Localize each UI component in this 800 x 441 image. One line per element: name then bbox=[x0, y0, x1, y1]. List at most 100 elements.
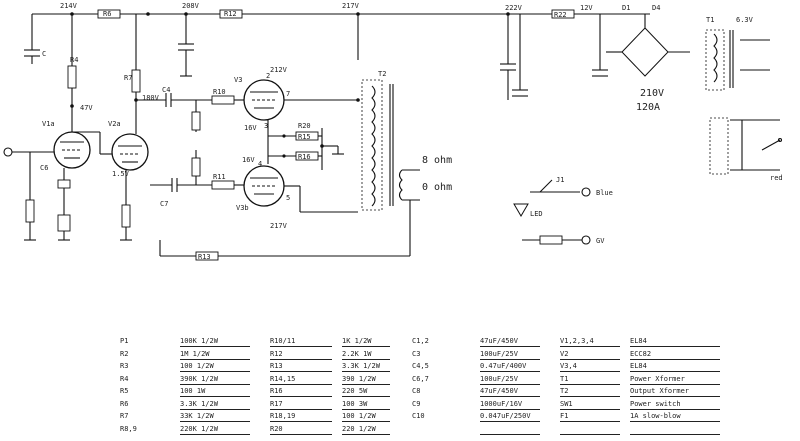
part-designator: C9 bbox=[412, 399, 421, 408]
resistor-r10 bbox=[211, 95, 235, 105]
resistor-grid-leak bbox=[25, 199, 35, 223]
part-value: ECC82 bbox=[630, 349, 652, 358]
label-208v: 208V bbox=[182, 2, 200, 10]
part-designator: R20 bbox=[270, 424, 283, 433]
part-value: 100uF/25V bbox=[480, 349, 518, 358]
label-r4: R4 bbox=[70, 56, 78, 64]
part-designator: R2 bbox=[120, 349, 129, 358]
label-v3: V3 bbox=[234, 76, 242, 84]
mains-transformer bbox=[709, 117, 729, 175]
label-1-5v: 1.5V bbox=[112, 170, 130, 178]
part-designator: R3 bbox=[120, 362, 129, 370]
label-v3b: V3b bbox=[236, 204, 249, 212]
part-designator: R8,9 bbox=[120, 424, 137, 433]
label-v2a: V2a bbox=[108, 120, 121, 128]
label-222v: 222V bbox=[505, 4, 523, 12]
part-designator: R14,15 bbox=[270, 374, 296, 383]
label-8-ohm: 8 ohm bbox=[422, 155, 452, 166]
label-pin3: 3 bbox=[264, 122, 268, 130]
part-designator: C10 bbox=[412, 412, 425, 420]
label-217v-bot: 217V bbox=[270, 222, 288, 230]
part-designator: R6 bbox=[120, 399, 129, 408]
label-r6: R6 bbox=[103, 10, 111, 18]
part-designator: C6,7 bbox=[412, 374, 429, 383]
part-value: 3.3K 1/2W bbox=[180, 399, 218, 408]
amplifier-schematic: 214V R6 208V R12 217V 222V C R4 47V V1a … bbox=[3, 2, 783, 261]
label-led: LED bbox=[530, 210, 543, 218]
part-designator: C8 bbox=[412, 387, 421, 395]
label-c7: C7 bbox=[160, 200, 168, 208]
label-r15: R15 bbox=[298, 133, 311, 141]
led-indicator bbox=[513, 203, 529, 217]
part-value: 47uF/450V bbox=[480, 337, 518, 345]
label-210v: 210V bbox=[640, 88, 664, 99]
part-designator: V3,4 bbox=[560, 362, 577, 370]
label-r11: R11 bbox=[213, 173, 226, 181]
part-designator: R16 bbox=[270, 387, 283, 395]
label-r16: R16 bbox=[298, 153, 311, 161]
label-120a: 120A bbox=[636, 102, 660, 113]
part-designator: SW1 bbox=[560, 399, 573, 408]
blue-terminal[interactable] bbox=[581, 187, 591, 197]
part-designator: R12 bbox=[270, 349, 283, 358]
part-value: 220 5W bbox=[342, 387, 368, 395]
part-value: EL84 bbox=[630, 337, 647, 345]
resistor-r7 bbox=[131, 69, 141, 93]
part-designator: R4 bbox=[120, 374, 129, 383]
label-red: red bbox=[770, 174, 783, 182]
part-value: Power Xformer bbox=[630, 374, 685, 383]
label-r12: R12 bbox=[224, 10, 237, 18]
label-j1: J1 bbox=[556, 176, 564, 184]
part-value: 390K 1/2W bbox=[180, 374, 218, 383]
tube-v2a bbox=[111, 133, 149, 171]
part-value: Power switch bbox=[630, 399, 681, 408]
gv-terminal[interactable] bbox=[581, 235, 591, 245]
part-designator: R7 bbox=[120, 412, 129, 420]
label-pin2: 2 bbox=[266, 72, 270, 80]
label-t1: T1 bbox=[706, 16, 714, 24]
input-jack[interactable] bbox=[3, 147, 13, 157]
part-value: 220 1/2W bbox=[342, 424, 376, 433]
part-designator: C1,2 bbox=[412, 337, 429, 345]
resistor-r11 bbox=[211, 180, 235, 190]
bridge-rectifier bbox=[621, 27, 669, 77]
label-217v-top: 217V bbox=[342, 2, 360, 10]
label-16v-top: 16V bbox=[244, 124, 257, 132]
part-value: 100 1/2W bbox=[342, 412, 376, 420]
part-value: 1A slow-blow bbox=[630, 412, 681, 420]
label-v-supply: 12V bbox=[580, 4, 593, 12]
output-transformer-t2 bbox=[361, 79, 383, 211]
part-value: 220K 1/2W bbox=[180, 424, 218, 433]
label-212v: 212V bbox=[270, 66, 288, 74]
part-value: EL84 bbox=[630, 362, 647, 370]
label-r22: R22 bbox=[554, 11, 567, 19]
label-pin7: 7 bbox=[286, 90, 290, 98]
part-designator: R17 bbox=[270, 399, 283, 408]
part-designator: R10/11 bbox=[270, 337, 296, 345]
label-180v: 180V bbox=[142, 94, 160, 102]
label-d4: D4 bbox=[652, 4, 660, 12]
part-designator: R13 bbox=[270, 362, 283, 370]
label-r10: R10 bbox=[213, 88, 226, 96]
label-r13: R13 bbox=[198, 253, 211, 261]
part-designator: F1 bbox=[560, 412, 569, 420]
label-c1: C bbox=[42, 50, 46, 58]
part-value: 3.3K 1/2W bbox=[342, 362, 380, 370]
label-c6: C6 bbox=[40, 164, 48, 172]
label-pin5: 5 bbox=[286, 194, 290, 202]
part-value: 1M 1/2W bbox=[180, 349, 210, 358]
label-c4: C4 bbox=[162, 86, 170, 94]
label-d1: D1 bbox=[622, 4, 630, 12]
resistor-r6 bbox=[97, 9, 121, 19]
label-v1a: V1a bbox=[42, 120, 55, 128]
part-designator: T2 bbox=[560, 387, 569, 395]
part-value: 100 1/2W bbox=[180, 362, 214, 370]
part-value: 1000uF/16V bbox=[480, 399, 523, 408]
label-pin4: 4 bbox=[258, 160, 262, 168]
label-214v: 214V bbox=[60, 2, 78, 10]
part-value: 100K 1/2W bbox=[180, 337, 218, 345]
part-value: 2.2K 1W bbox=[342, 349, 372, 358]
part-designator: C3 bbox=[412, 349, 421, 358]
label-r7: R7 bbox=[124, 74, 132, 82]
label-blue: Blue bbox=[596, 189, 613, 197]
